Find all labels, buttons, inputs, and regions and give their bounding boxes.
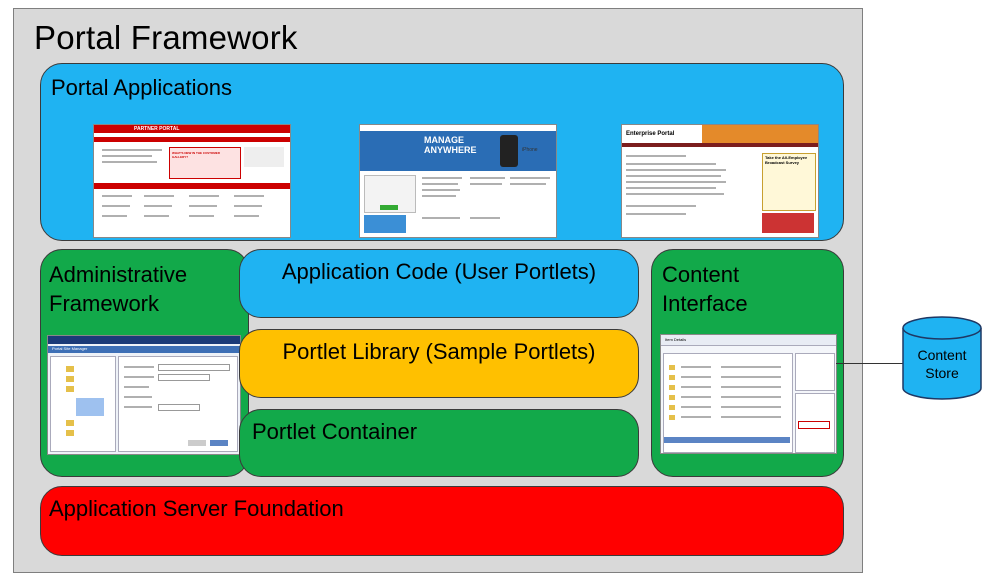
content-interface-title: Item Details xyxy=(665,337,687,342)
content-interface-screenshot: Item Details xyxy=(660,334,837,454)
portlet-container-box: Portlet Container xyxy=(239,409,639,477)
application-server-foundation-label: Application Server Foundation xyxy=(49,496,344,521)
manage-anywhere-screenshot: MANAGE ANYWHERE iPhone xyxy=(359,124,557,238)
application-code-box: Application Code (User Portlets) xyxy=(239,249,639,318)
portlet-library-box: Portlet Library (Sample Portlets) xyxy=(239,329,639,398)
enterprise-portal-tagline: Take the All-Employee Broadcast Survey xyxy=(765,155,808,165)
site-manager-screenshot: Portal Site Manager xyxy=(47,335,241,455)
content-interface-label: Content Interface xyxy=(662,262,748,316)
manage-anywhere-heading: MANAGE ANYWHERE xyxy=(424,135,477,155)
enterprise-portal-heading: Enterprise Portal xyxy=(626,131,675,137)
content-store: Content Store xyxy=(901,316,983,401)
enterprise-portal-screenshot: Enterprise Portal Take the All-Employee … xyxy=(621,124,819,238)
content-store-label: Content Store xyxy=(917,347,967,381)
portlet-container-label: Portlet Container xyxy=(252,419,418,444)
administrative-framework-label: Administrative Framework xyxy=(49,262,188,316)
frame-title: Portal Framework xyxy=(34,19,298,56)
iphone-label: iPhone xyxy=(522,147,538,153)
portal-framework-frame: Portal Framework Portal Applications PAR… xyxy=(13,8,863,573)
portal-applications-box: Portal Applications PARTNER PORTAL WHAT'… xyxy=(40,63,844,241)
database-cylinder-icon xyxy=(902,316,982,400)
application-code-label: Application Code (User Portlets) xyxy=(281,259,597,284)
portlet-library-label: Portlet Library (Sample Portlets) xyxy=(282,339,596,364)
partner-portal-heading: PARTNER PORTAL xyxy=(134,126,180,132)
partner-portal-screenshot: PARTNER PORTAL WHAT'S NEW IN THE CUSTOME… xyxy=(93,124,291,238)
site-manager-title: Portal Site Manager xyxy=(52,346,88,351)
administrative-framework-box: Administrative Framework Portal Site Man… xyxy=(40,249,249,477)
content-store-connector xyxy=(836,363,903,364)
content-interface-box: Content Interface Item Details xyxy=(651,249,844,477)
partner-portal-tagline: WHAT'S NEW IN THE CUSTOMER GALLERY? xyxy=(172,151,220,159)
application-server-foundation-box: Application Server Foundation xyxy=(40,486,844,556)
portal-applications-label: Portal Applications xyxy=(51,75,232,100)
